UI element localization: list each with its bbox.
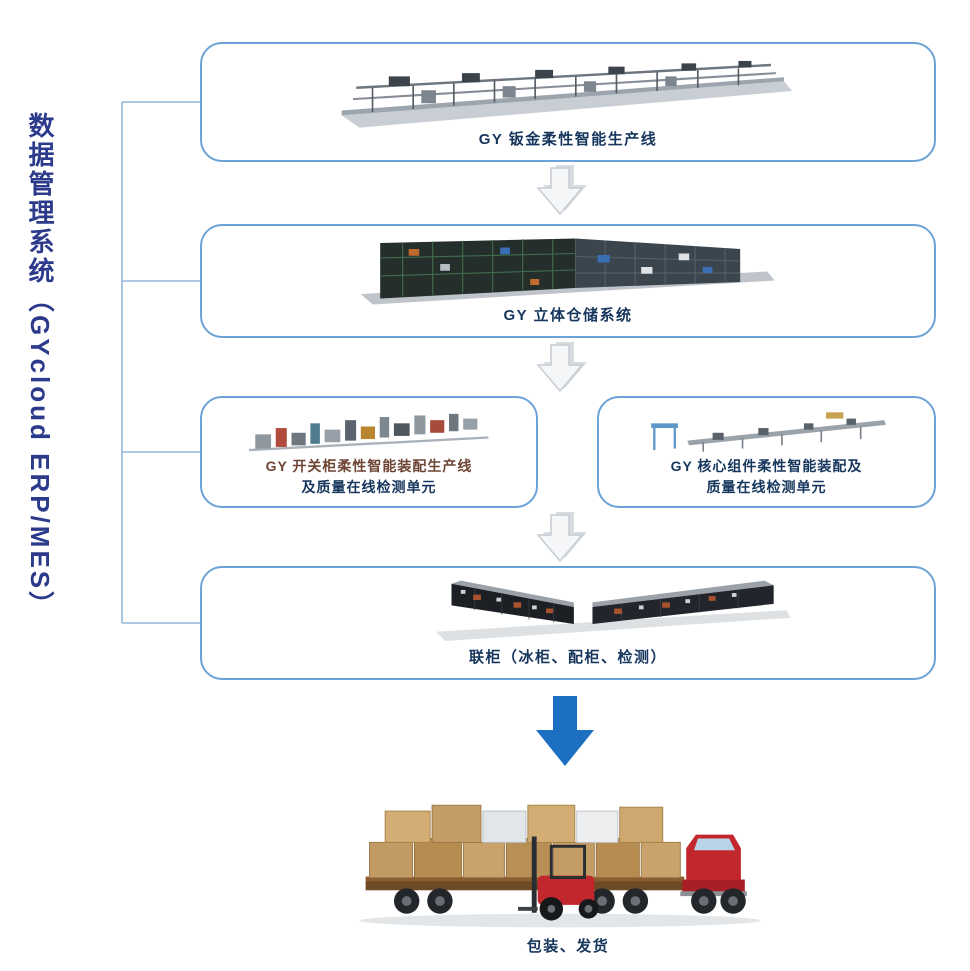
box-combined-cabinets: 联柜（冰柜、配柜、检测） bbox=[200, 566, 936, 680]
core-components-caption-line1: GY 核心组件柔性智能装配及 bbox=[670, 458, 863, 475]
down-arrow-3d-icon bbox=[536, 512, 587, 563]
data-management-system-label: 数据管理系统（GYcloud ERP/MES） bbox=[25, 112, 55, 621]
switchgear-line-image bbox=[249, 413, 489, 452]
down-arrow-3d-icon bbox=[536, 342, 587, 393]
cabinets-caption: 联柜（冰柜、配柜、检测） bbox=[468, 649, 667, 667]
sheet-metal-line-image bbox=[341, 60, 793, 128]
box-warehouse-system: GY 立体仓储系统 bbox=[200, 224, 936, 338]
switchgear-caption-line2: 及质量在线检测单元 bbox=[301, 478, 437, 495]
shipping-caption: 包装、发货 bbox=[526, 938, 610, 955]
down-arrow-3d-icon bbox=[536, 165, 587, 216]
box-sheet-metal-line: GY 钣金柔性智能生产线 bbox=[200, 42, 936, 162]
down-arrow-blue-icon bbox=[536, 696, 594, 766]
sheet-metal-line-caption: GY 钣金柔性智能生产线 bbox=[478, 131, 658, 149]
core-component-line-image bbox=[651, 412, 887, 452]
connector-bracket bbox=[121, 101, 202, 624]
truck-loading-image bbox=[350, 785, 780, 933]
warehouse-image bbox=[360, 238, 775, 305]
warehouse-caption: GY 立体仓储系统 bbox=[503, 307, 633, 325]
truck-loading-illustration bbox=[359, 804, 761, 928]
core-components-caption-line2: 质量在线检测单元 bbox=[706, 478, 827, 495]
box-core-components-assembly: GY 核心组件柔性智能装配及 质量在线检测单元 bbox=[597, 396, 936, 508]
box-switchgear-assembly: GY 开关柜柔性智能装配生产线 及质量在线检测单元 bbox=[200, 396, 538, 508]
switchgear-caption-line1: GY 开关柜柔性智能装配生产线 bbox=[265, 458, 473, 475]
cabinets-image bbox=[436, 580, 792, 642]
